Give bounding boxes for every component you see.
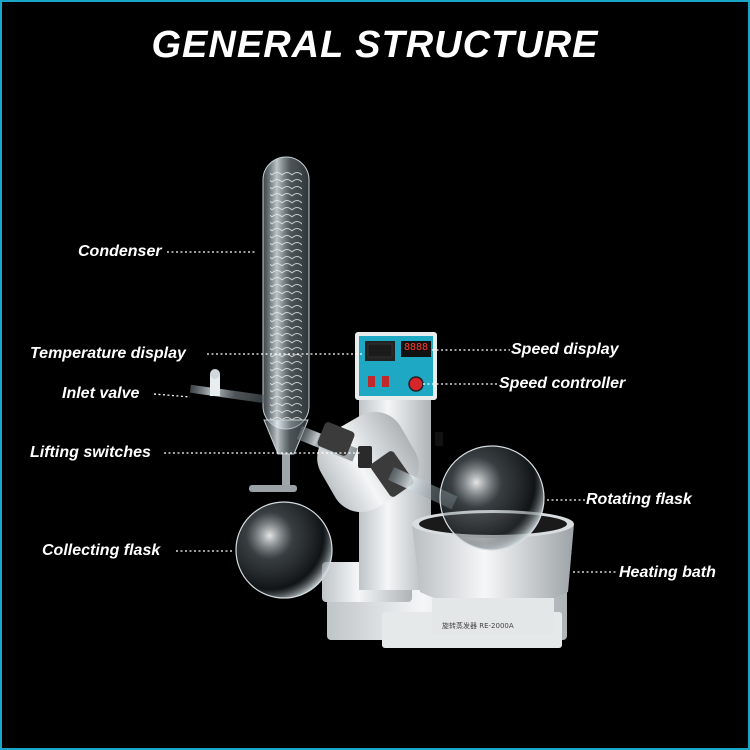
control-panel xyxy=(355,332,437,400)
label-lifting-switches: Lifting switches xyxy=(30,444,151,461)
page-title: GENERAL STRUCTURE xyxy=(151,24,599,66)
label-heating-bath: Heating bath xyxy=(619,564,716,581)
collecting-flask-glass xyxy=(235,501,333,599)
leader-inlet-valve xyxy=(153,393,191,398)
label-temperature-display: Temperature display xyxy=(30,345,186,362)
leader-lines xyxy=(153,251,618,573)
label-condenser: Condenser xyxy=(78,243,162,260)
label-collecting-flask: Collecting flask xyxy=(42,542,161,559)
label-speed-controller: Speed controller xyxy=(499,375,626,392)
flask-clamp xyxy=(249,485,297,492)
speed-readout: 8888 xyxy=(403,342,429,353)
condenser-glass xyxy=(262,156,310,488)
rotating-flask-glass xyxy=(439,445,545,551)
label-rotating-flask: Rotating flask xyxy=(586,491,692,508)
label-speed-display: Speed display xyxy=(511,341,619,358)
label-inlet-valve: Inlet valve xyxy=(62,385,140,402)
model-tag: 旋转蒸发器 RE-2000A xyxy=(442,622,514,630)
inlet-valve-glass xyxy=(189,369,267,404)
